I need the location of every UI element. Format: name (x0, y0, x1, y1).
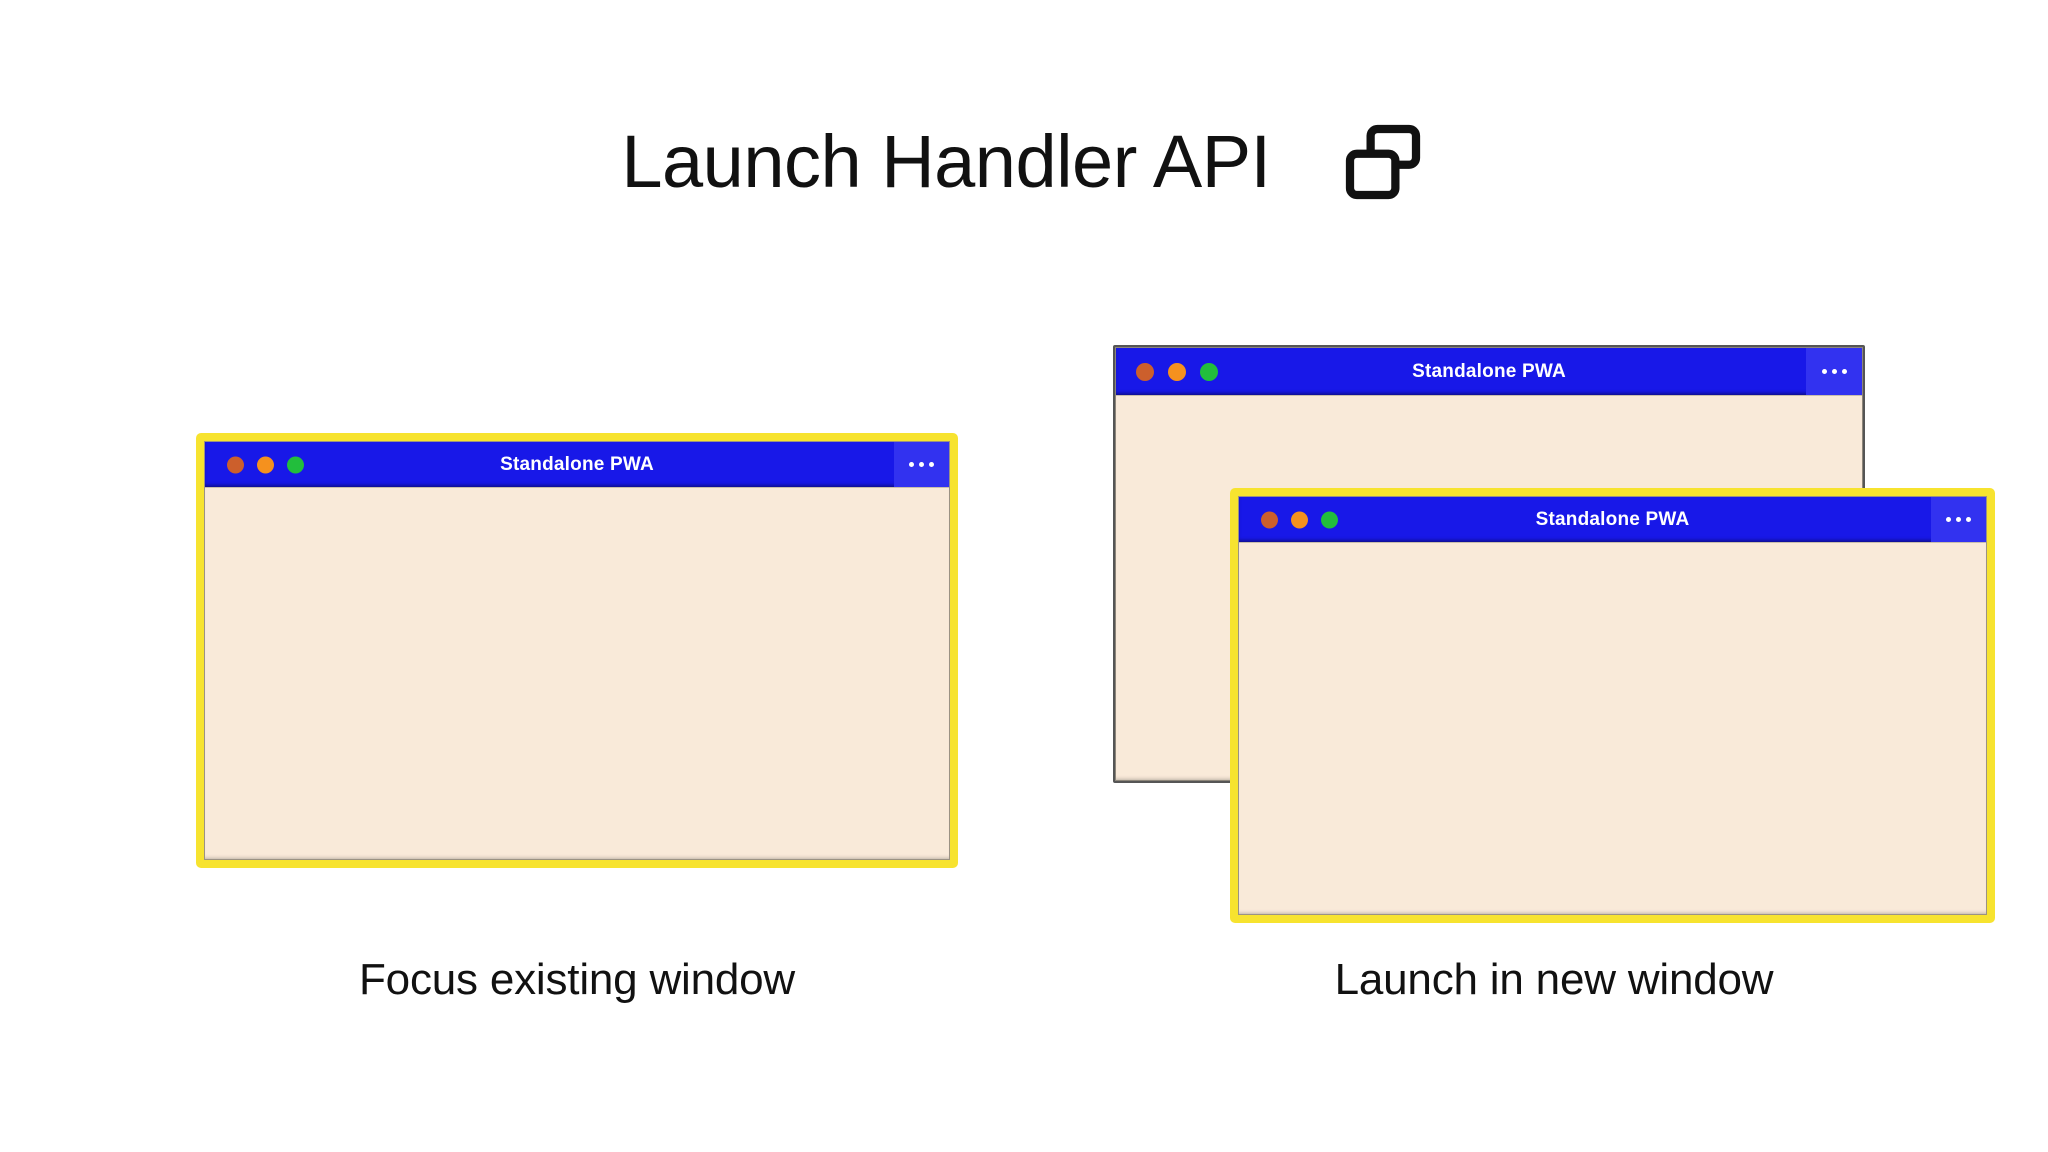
window-menu-button[interactable] (1931, 497, 1986, 542)
window-title: Standalone PWA (1412, 360, 1566, 382)
maximize-button-icon[interactable] (287, 456, 304, 473)
pwa-window-new[interactable]: Standalone PWA (1230, 488, 1995, 923)
window-frame: Standalone PWA (204, 441, 950, 860)
window-titlebar[interactable]: Standalone PWA (1116, 348, 1862, 395)
minimize-button-icon[interactable] (1291, 511, 1308, 528)
traffic-light-controls (1136, 362, 1218, 381)
window-titlebar[interactable]: Standalone PWA (205, 442, 949, 487)
caption-focus-existing-window: Focus existing window (359, 955, 795, 1004)
window-title: Standalone PWA (500, 453, 654, 475)
minimize-button-icon[interactable] (1168, 362, 1186, 381)
close-button-icon[interactable] (1136, 362, 1154, 381)
window-frame: Standalone PWA (1238, 496, 1987, 915)
caption-launch-in-new-window: Launch in new window (1334, 955, 1774, 1004)
two-windows-icon (1345, 124, 1420, 200)
more-options-icon (1946, 517, 1971, 522)
window-content-area (205, 487, 949, 859)
traffic-light-controls (1261, 511, 1338, 528)
window-titlebar[interactable]: Standalone PWA (1239, 497, 1986, 542)
window-menu-button[interactable] (894, 442, 949, 487)
traffic-light-controls (227, 456, 304, 473)
page-heading: Launch Handler API (0, 118, 2048, 206)
maximize-button-icon[interactable] (1321, 511, 1338, 528)
close-button-icon[interactable] (1261, 511, 1278, 528)
more-options-icon (909, 462, 934, 467)
window-title: Standalone PWA (1535, 508, 1690, 530)
window-menu-button[interactable] (1806, 348, 1862, 395)
more-options-icon (1821, 369, 1847, 374)
window-content-area (1239, 542, 1986, 914)
maximize-button-icon[interactable] (1200, 362, 1218, 381)
close-button-icon[interactable] (227, 456, 244, 473)
minimize-button-icon[interactable] (257, 456, 274, 473)
page-title: Launch Handler API (621, 120, 1271, 203)
pwa-window-focused[interactable]: Standalone PWA (196, 433, 958, 868)
